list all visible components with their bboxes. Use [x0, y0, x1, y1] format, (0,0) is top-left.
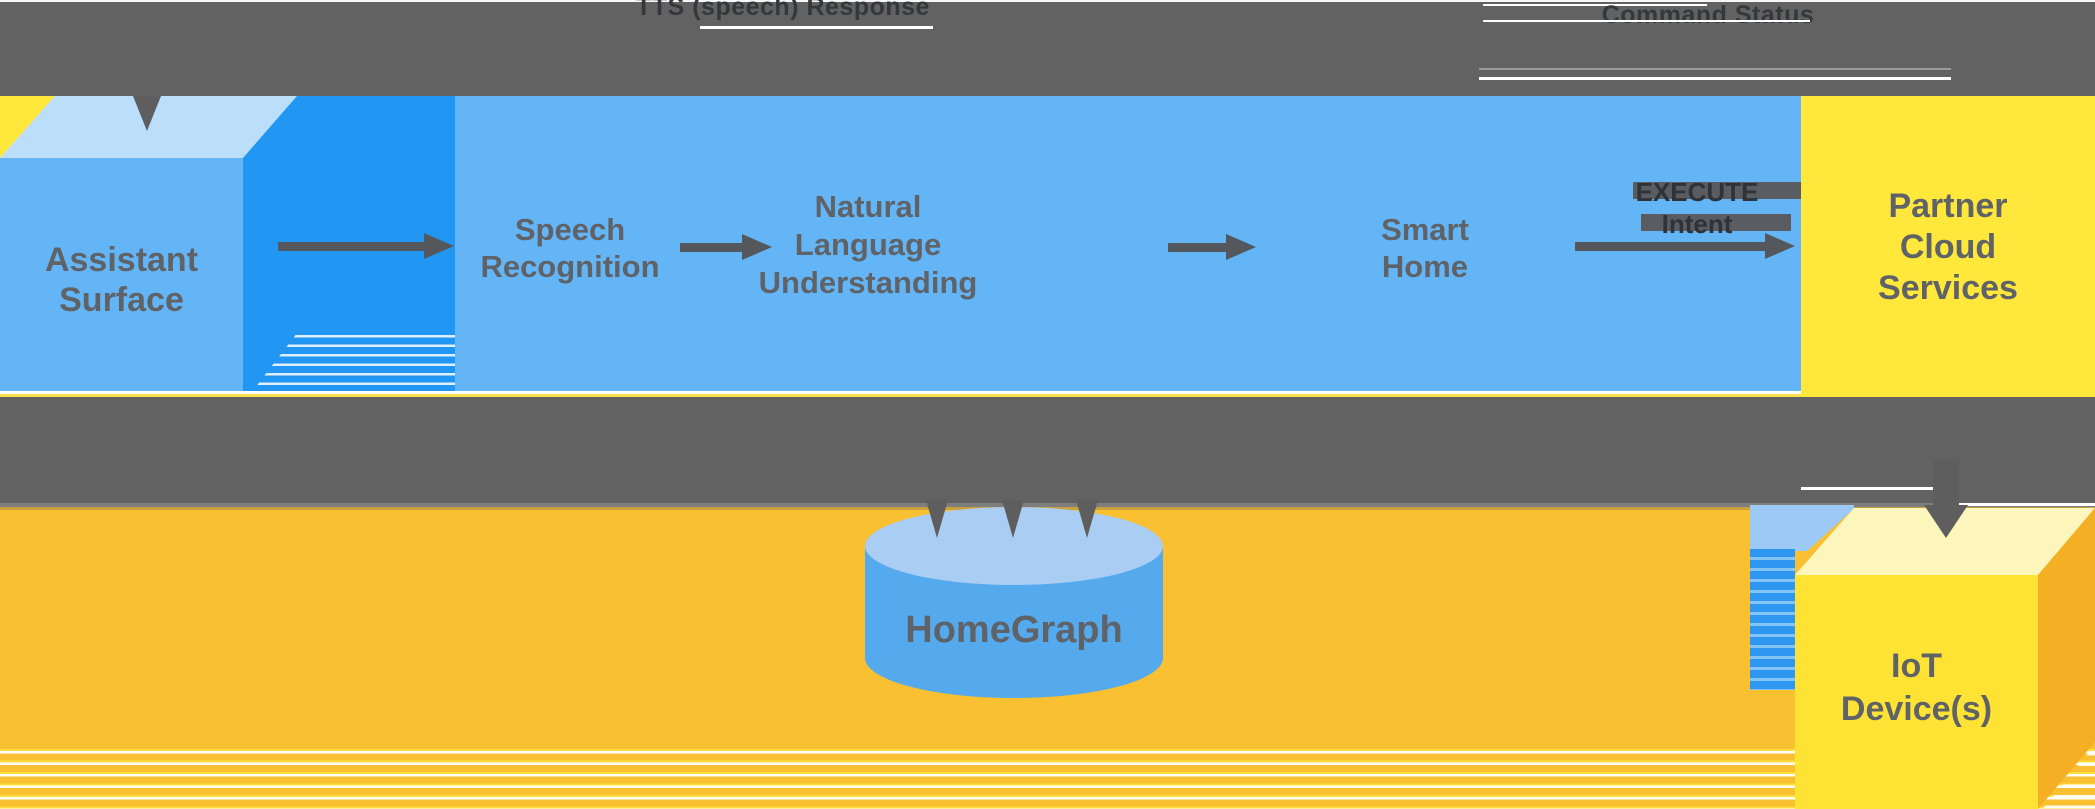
command-status-line-upper — [1483, 4, 1707, 6]
command-status-line-lower — [1483, 20, 1810, 22]
iot-arrow-head — [1924, 505, 1968, 538]
arrow-execute-intent — [1575, 242, 1765, 251]
partner-cloud-label: Partner Cloud Services — [1801, 186, 2095, 309]
homegraph-cylinder-body — [865, 546, 1163, 698]
assistant-box-front-face — [0, 158, 243, 397]
top-edge-white-line — [0, 0, 2095, 2]
middle-band-white-line-right-upper — [1801, 487, 1938, 490]
tts-underline — [700, 26, 933, 29]
speech-recognition-label: Speech Recognition — [445, 211, 695, 285]
arrow-speech-to-nlu-head — [742, 234, 772, 260]
arrow-nlu-to-smarthome-head — [1226, 234, 1256, 260]
assistant-surface-label: Assistant Surface — [0, 240, 243, 320]
partner-cloud-line3: Services — [1878, 269, 2018, 307]
assistant-surface-line1: Assistant — [44, 241, 199, 279]
panel-bottom-yellow-line — [0, 393, 2095, 397]
smart-home-line1: Smart — [1381, 212, 1469, 247]
iot-arrow-shaft — [1933, 460, 1959, 508]
middle-band-white-line-right-lower — [1955, 503, 2095, 506]
middle-band-light-edge — [0, 503, 2095, 507]
iot-device-line1: IoT — [1891, 647, 1942, 685]
nlu-line2: Language — [794, 227, 942, 262]
partner-cloud-line1: Partner — [1888, 187, 2008, 225]
bottom-stripe-artifact — [0, 742, 2095, 809]
smart-home-line2: Home — [1381, 249, 1469, 284]
homegraph-label: HomeGraph — [905, 609, 1123, 651]
nlu-line1: Natural — [814, 189, 922, 224]
execute-intent-label: EXECUTE Intent — [1597, 176, 1797, 240]
panel-bottom-white-line — [0, 391, 1801, 394]
execute-intent-line1: EXECUTE — [1635, 177, 1759, 207]
partner-cloud-box — [1801, 96, 2095, 397]
speech-recognition-line2: Recognition — [480, 249, 660, 284]
arrow-nlu-to-smarthome — [1168, 243, 1226, 252]
tts-response-label: TTS (speech) Response — [636, 0, 930, 21]
arrow-execute-intent-head — [1765, 233, 1795, 259]
homegraph-arrow-2-head — [1002, 500, 1024, 538]
arrow-surface-to-speech — [278, 242, 424, 251]
homegraph-arrow-3-head — [1076, 500, 1098, 538]
iot-box-front-face — [1795, 575, 2038, 809]
top-gray-band — [0, 0, 2095, 96]
nlu-label: Natural Language Understanding — [743, 188, 993, 302]
nlu-line3: Understanding — [758, 265, 978, 300]
partner-cloud-line2: Cloud — [1899, 228, 1997, 266]
smart-home-label: Smart Home — [1300, 211, 1550, 285]
blue-strip-artifact-body — [1750, 549, 1795, 690]
speech-recognition-line1: Speech — [514, 212, 626, 247]
command-status-label: Command Status — [1601, 1, 1815, 29]
arrow-speech-to-nlu — [680, 243, 742, 252]
middle-gray-band — [0, 397, 2095, 503]
iot-device-line2: Device(s) — [1840, 690, 1993, 728]
intent-label-stripe — [1641, 214, 1791, 231]
arrow-surface-to-speech-head — [424, 233, 454, 259]
execute-label-stripe — [1633, 182, 1801, 199]
return-arrow-white-line — [1479, 77, 1951, 80]
homegraph-arrow-1-head — [926, 500, 948, 538]
iot-device-label: IoT Device(s) — [1795, 645, 2038, 731]
assistant-surface-line2: Surface — [59, 281, 184, 319]
return-arrow-faint-line — [1479, 68, 1951, 70]
